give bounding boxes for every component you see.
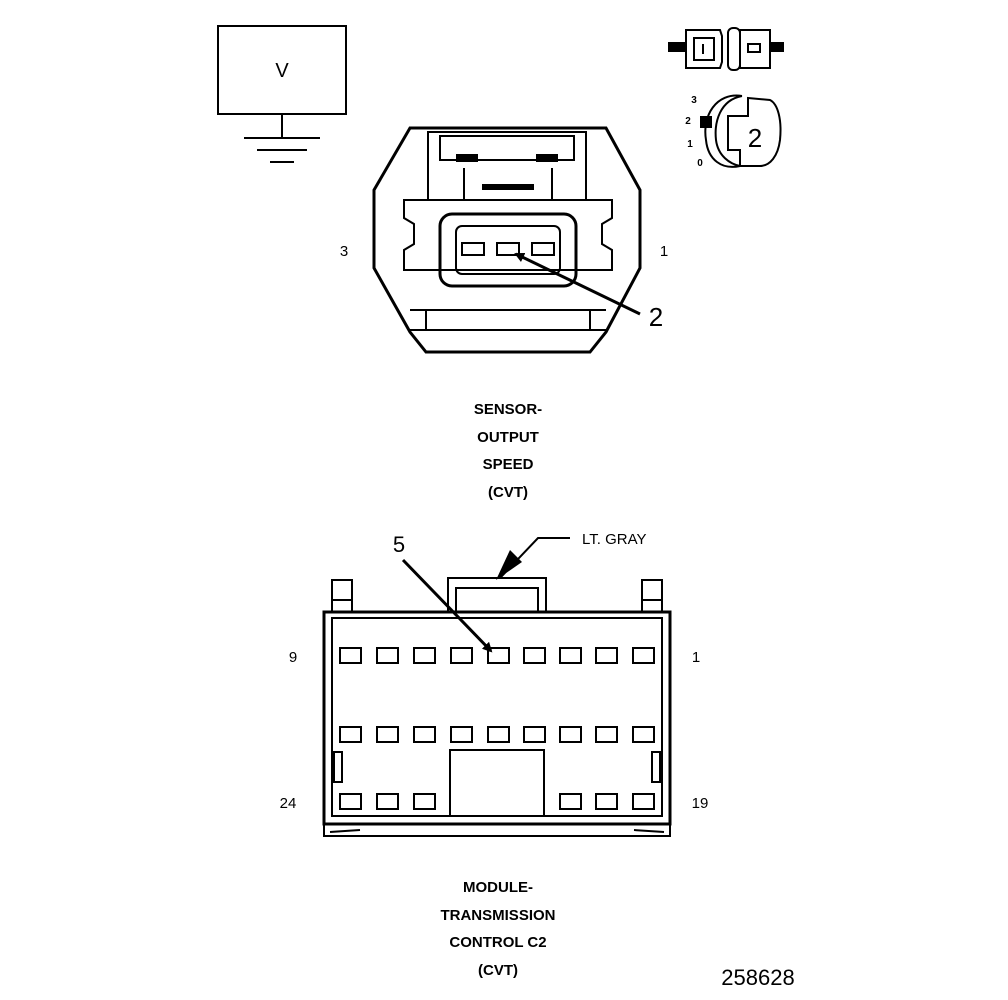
- voltmeter-symbol: V: [217, 25, 347, 163]
- module-callout-pin-number: 5: [393, 532, 405, 557]
- position-number-1: 1: [687, 139, 693, 150]
- sensor-pin-label-right: 1: [660, 243, 668, 260]
- module-title-line: TRANSMISSION: [440, 907, 555, 924]
- module-pin-label-top-right: 1: [692, 649, 700, 666]
- module-connector-face: [322, 577, 672, 837]
- sensor-title-line: OUTPUT: [477, 429, 539, 446]
- sensor-title-line: SENSOR-: [474, 401, 542, 418]
- position-number-3: 3: [691, 95, 697, 106]
- figure-number: 258628: [721, 965, 794, 990]
- position-number-0: 0: [697, 158, 703, 169]
- module-connector-title: MODULE- TRANSMISSION CONTROL C2 (CVT): [440, 879, 555, 979]
- module-callout-arrow: [401, 558, 493, 653]
- sensor-pin-label-left: 3: [340, 243, 348, 260]
- sensor-title-line: (CVT): [488, 484, 528, 501]
- module-title-line: CONTROL C2: [449, 934, 546, 951]
- module-title-line: MODULE-: [463, 879, 533, 896]
- module-pin-label-bottom-left: 24: [280, 795, 297, 812]
- sensor-callout-pin-number: 2: [649, 302, 663, 332]
- view-position-icon: 2 3 2 1 0: [685, 94, 782, 169]
- module-pin-5: [487, 647, 510, 664]
- color-callout-arrowhead: [496, 550, 522, 580]
- sensor-pin-2: [496, 242, 520, 256]
- module-title-line: (CVT): [478, 962, 518, 979]
- ground-icon: [244, 137, 320, 163]
- sensor-connector-face: [372, 126, 642, 354]
- sensor-callout-arrow: [514, 252, 641, 316]
- module-color-callout: LT. GRAY: [582, 531, 646, 548]
- sensor-connector-title: SENSOR- OUTPUT SPEED (CVT): [474, 401, 542, 501]
- module-pin-label-top-left: 9: [289, 649, 297, 666]
- meter-symbol-text: V: [275, 60, 289, 82]
- position-number-2: 2: [685, 116, 691, 127]
- connector-mating-icon: [668, 27, 784, 71]
- sensor-title-line: SPEED: [483, 456, 534, 473]
- module-pin-label-bottom-right: 19: [692, 795, 709, 812]
- view-number-text: 2: [748, 123, 762, 153]
